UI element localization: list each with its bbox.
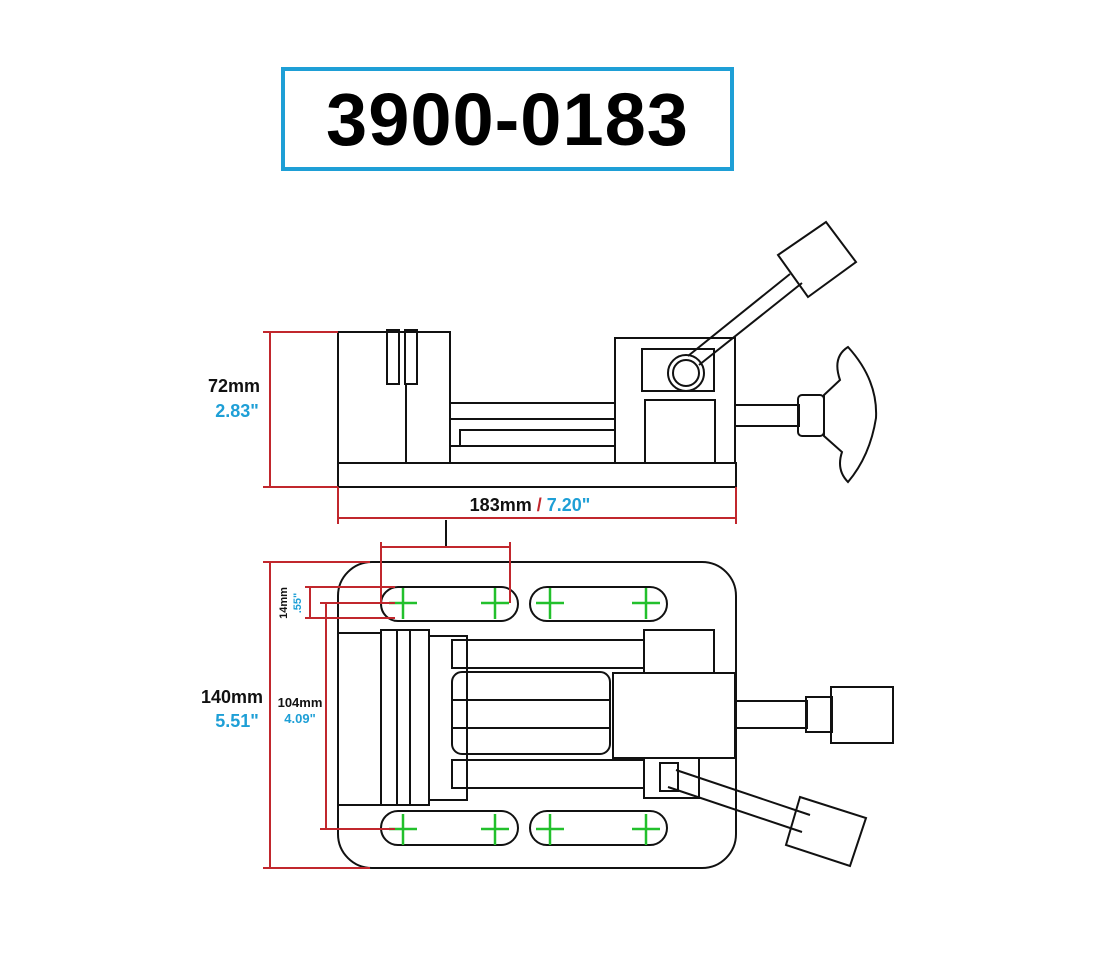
mount-marker (481, 814, 509, 845)
top-view (337, 561, 894, 869)
top-handle-end (830, 686, 894, 744)
height-in-label: 2.83" (215, 401, 259, 421)
mount-marker (632, 588, 660, 619)
slot-spacing-top-dimension (380, 542, 511, 603)
top-moving-jaw (612, 672, 736, 759)
length-in-label: 7.20" (547, 495, 591, 515)
side-screw (734, 404, 800, 427)
side-view (337, 220, 878, 488)
top-fixed-jaw (380, 629, 430, 806)
part-number-title: 3900-0183 (326, 77, 689, 161)
slot-spacing-dimension (320, 602, 395, 830)
width-in-label: 5.51" (215, 711, 259, 731)
side-jaw-slot (404, 329, 418, 385)
slot-width-in-label: .55" (292, 593, 304, 614)
slot-spacing-mm-label: 104mm (278, 695, 323, 710)
mount-slot (529, 586, 668, 622)
width-dimension (263, 561, 370, 869)
height-mm-label: 72mm (208, 376, 260, 396)
side-guide-rod (449, 402, 616, 420)
length-label: 183mm / 7.20" (470, 495, 591, 515)
mount-marker (536, 588, 564, 619)
side-guide-rod (459, 429, 616, 447)
top-rail (451, 671, 611, 755)
mount-marker (536, 814, 564, 845)
length-separator: / (532, 495, 547, 515)
slot-width-dimension (305, 586, 395, 619)
side-jaw-slot (386, 329, 400, 385)
side-fixed-jaw (337, 331, 451, 464)
side-lever-grip (776, 220, 858, 299)
slot-width-mm-label: 14mm (278, 587, 290, 619)
side-length-dimension (337, 487, 737, 524)
mount-marker (481, 588, 509, 619)
top-screw (734, 700, 808, 729)
width-mm-label: 140mm (201, 687, 263, 707)
side-base (337, 462, 737, 488)
side-pivot (667, 354, 705, 392)
side-t-handle (823, 345, 878, 484)
mount-slot (529, 810, 668, 846)
top-rail (451, 759, 645, 789)
top-rail (451, 639, 645, 669)
slot-spacing-in-label: 4.09" (284, 711, 315, 726)
top-lever-grip (784, 795, 868, 868)
mount-marker (632, 814, 660, 845)
part-number-box: 3900-0183 (281, 67, 734, 171)
side-height-dimension (263, 331, 338, 488)
length-mm-label: 183mm (470, 495, 532, 515)
